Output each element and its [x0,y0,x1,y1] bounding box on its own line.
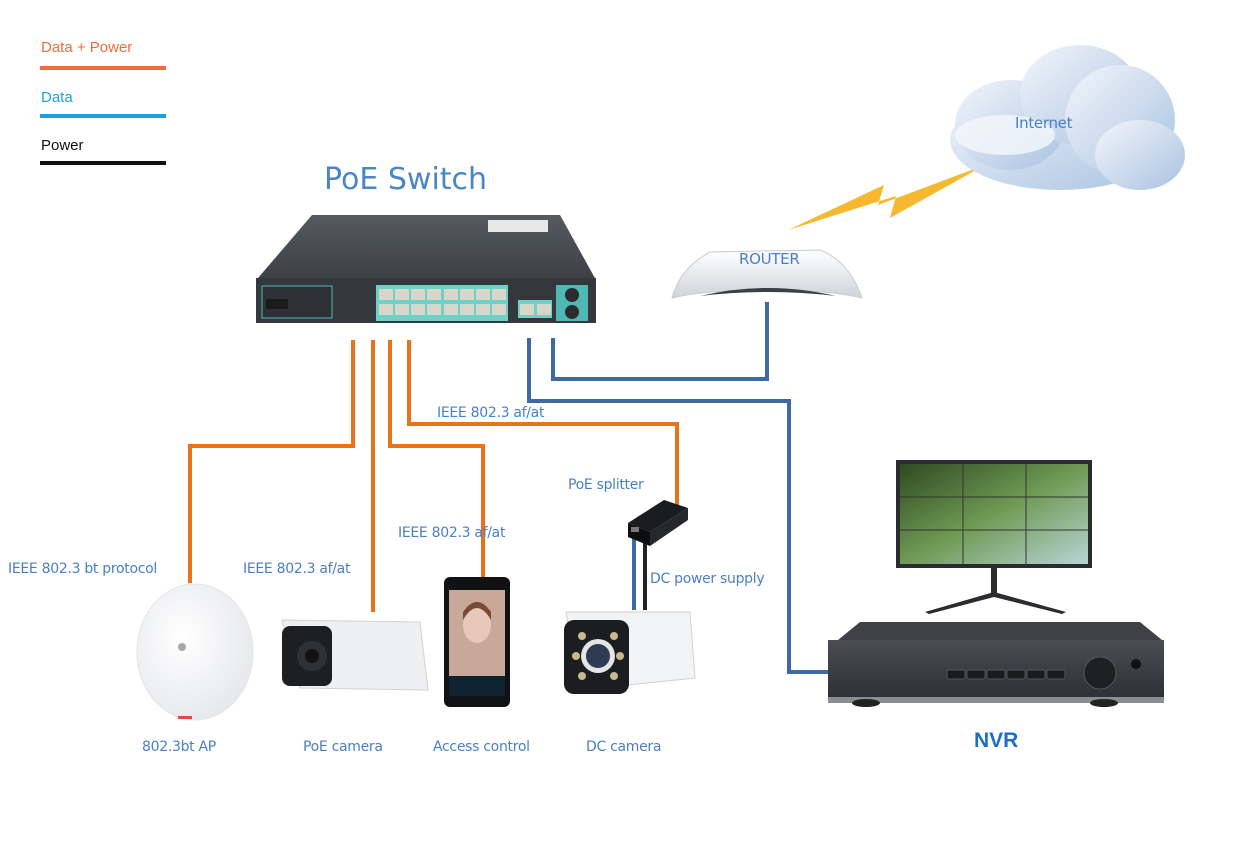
legend-power-line [40,161,166,165]
access-control-icon [444,577,510,707]
poe-splitter-label: PoE splitter [568,477,644,493]
poe-splitter-icon [628,500,688,546]
device-label-ap: 802.3bt AP [142,739,216,755]
legend-data-power-label: Data + Power [41,39,133,56]
device-label-access-control: Access control [433,739,530,755]
line-switch-to-router [551,302,769,381]
internet-label: Internet [1015,114,1073,132]
legend-data-line [40,114,166,118]
line-switch-to-ap [188,340,355,583]
router-icon [671,249,863,299]
line-switch-to-nvr [527,338,828,674]
lightning-icon [788,165,985,230]
dc-power-label: DC power supply [650,571,765,587]
legend-data-label: Data [41,89,73,106]
splitter-protocol-label: IEEE 802.3 af/at [437,405,545,421]
poe-switch-icon [256,215,596,323]
device-label-poe-camera: PoE camera [303,739,383,755]
nvr-label: NVR [974,729,1019,752]
legend-data-power-line [40,66,166,70]
device-label-dc-camera: DC camera [586,739,662,755]
camera-protocol-label: IEEE 802.3 af/at [243,561,351,577]
router-label: ROUTER [739,250,800,268]
legend-power-label: Power [41,137,84,154]
nvr-icon [828,622,1164,707]
internet-cloud-icon [950,45,1185,190]
dc-camera-icon [564,611,696,694]
data-lines [527,302,828,674]
ap-protocol-label: IEEE 802.3 bt protocol [8,561,157,577]
poe-lines [188,340,679,612]
access-point-icon [136,583,254,721]
poe-camera-icon [281,619,429,691]
access-protocol-label: IEEE 802.3 af/at [398,525,506,541]
line-switch-to-splitter [407,340,679,505]
line-switch-to-access-control [388,340,485,577]
monitor-icon [896,460,1092,614]
poe-switch-title: PoE Switch [324,162,488,197]
